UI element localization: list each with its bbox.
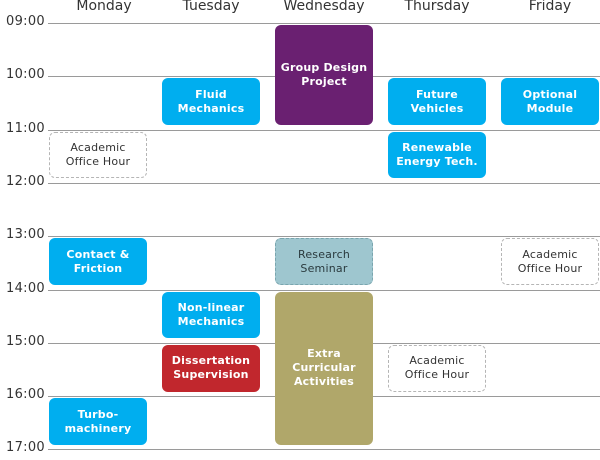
event-research-seminar[interactable]: Research Seminar [275, 238, 373, 286]
event-dissertation-supervision[interactable]: Dissertation Supervision [162, 344, 260, 392]
event-title: Non-linear Mechanics [177, 300, 245, 328]
time-label: 12:00 [6, 173, 45, 189]
event-title: Turbo- machinery [64, 407, 132, 435]
day-header-friday: Friday [528, 0, 572, 14]
event-title: Group Design Project [280, 61, 368, 89]
event-title: Academic Office Hour [404, 354, 470, 382]
time-label: 15:00 [6, 333, 45, 349]
hour-gridline [48, 182, 600, 184]
time-label: 13:00 [6, 227, 45, 243]
time-label: 10:00 [6, 67, 45, 83]
event-optional-module[interactable]: Optional Module [501, 78, 599, 126]
event-extra-curricular-activities[interactable]: Extra Curricular Activities [275, 291, 373, 445]
event-title: Renewable Energy Tech. [396, 141, 478, 169]
event-title: Optional Module [522, 87, 578, 115]
event-academic-office-hour-thu[interactable]: Academic Office Hour [388, 344, 486, 392]
day-header-wednesday: Wednesday [283, 0, 365, 14]
event-title: Dissertation Supervision [171, 354, 251, 382]
time-label: 14:00 [6, 280, 45, 296]
event-future-vehicles[interactable]: Future Vehicles [388, 78, 486, 126]
event-contact-and-friction[interactable]: Contact & Friction [49, 238, 147, 286]
hour-gridline [48, 23, 600, 24]
hour-gridline [48, 129, 600, 131]
event-title: Contact & Friction [66, 247, 130, 275]
event-title: Academic Office Hour [65, 141, 131, 169]
time-label: 17:00 [6, 440, 45, 456]
hour-gridline [48, 289, 600, 291]
event-renewable-energy-tech[interactable]: Renewable Energy Tech. [388, 131, 486, 179]
event-title: Future Vehicles [410, 87, 464, 115]
day-header-monday: Monday [76, 0, 132, 14]
event-group-design-project[interactable]: Group Design Project [275, 25, 373, 126]
time-label: 16:00 [6, 387, 45, 403]
event-title: Research Seminar [297, 247, 351, 275]
event-academic-office-hour-mon[interactable]: Academic Office Hour [49, 131, 147, 179]
day-header-thursday: Thursday [404, 0, 470, 14]
event-fluid-mechanics[interactable]: Fluid Mechanics [162, 78, 260, 126]
time-label: 11:00 [6, 120, 45, 136]
event-title: Fluid Mechanics [177, 87, 245, 115]
event-title: Academic Office Hour [517, 247, 583, 275]
hour-gridline [48, 449, 600, 451]
time-label: 09:00 [6, 14, 45, 29]
hour-gridline [48, 236, 600, 238]
event-turbo-machinery[interactable]: Turbo- machinery [49, 398, 147, 445]
event-academic-office-hour-fri[interactable]: Academic Office Hour [501, 238, 599, 286]
event-non-linear-mechanics[interactable]: Non-linear Mechanics [162, 291, 260, 339]
event-title: Extra Curricular Activities [292, 347, 356, 389]
day-header-tuesday: Tuesday [182, 0, 240, 14]
